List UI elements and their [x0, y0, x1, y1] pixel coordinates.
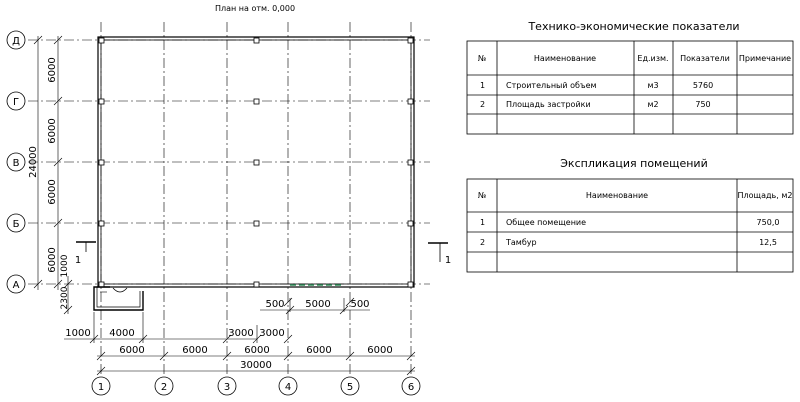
column: [407, 159, 414, 166]
axis-bubble-6: [401, 376, 421, 396]
dim-bay-x-1: 6000: [119, 345, 144, 356]
column: [253, 37, 260, 44]
column: [253, 98, 260, 105]
tep-row2-name: Площадь застройки: [506, 100, 591, 109]
expl-row1-name: Общее помещение: [506, 218, 586, 227]
expl-row2-area: 12,5: [759, 238, 777, 247]
expl-row1-no: 1: [480, 218, 485, 227]
tep-table-title: Технико-экономические показатели: [527, 20, 739, 33]
dim-bay-y-4: 6000: [47, 247, 58, 272]
column: [253, 220, 260, 227]
tep-header-note: Примечание: [739, 54, 791, 63]
dim-bay-x-5: 6000: [367, 345, 392, 356]
axis-bubble-1: [91, 376, 111, 396]
left-dimension-lines: [33, 35, 73, 315]
dim-5000: 5000: [305, 299, 330, 310]
column: [253, 159, 260, 166]
dim-4000: 4000: [109, 328, 134, 339]
plan-title: План на отм. 0,000: [215, 4, 295, 13]
axis-label-1: 1: [98, 382, 104, 393]
dim-bay-y-2: 6000: [47, 118, 58, 143]
axis-label-D: Д: [12, 36, 20, 47]
tep-row2-value: 750: [695, 100, 710, 109]
axis-bubble-V: [6, 152, 26, 172]
expl-header-name: Наименование: [586, 191, 648, 200]
expl-table-grid: [466, 178, 794, 273]
tep-header-unit: Ед.изм.: [637, 54, 668, 63]
expl-header-area: Площадь, м2: [738, 191, 793, 200]
axis-bubble-G: [6, 91, 26, 111]
dim-1000-vertical: 1000: [60, 254, 70, 277]
grid-lines: [28, 22, 430, 375]
axis-bubble-2: [154, 376, 174, 396]
section-mark-right: [428, 242, 448, 262]
tep-table-grid: [466, 40, 794, 135]
dim-500-left: 500: [265, 299, 284, 310]
dim-bay-x-2: 6000: [182, 345, 207, 356]
axis-label-B: Б: [13, 219, 20, 230]
axis-bubbles-bottom: [91, 376, 421, 396]
axis-label-G: Г: [13, 97, 19, 108]
dim-bay-x-3: 6000: [244, 345, 269, 356]
tep-row1-unit: м3: [647, 81, 658, 90]
column: [98, 37, 105, 44]
section-mark-label-right: 1: [445, 255, 451, 266]
dim-bay-y-1: 6000: [47, 57, 58, 82]
axis-bubble-3: [217, 376, 237, 396]
column: [407, 281, 414, 288]
dim-500-right: 500: [350, 299, 369, 310]
axis-label-4: 4: [285, 382, 291, 393]
tep-row1-value: 5760: [693, 81, 713, 90]
axis-bubbles-left: [6, 30, 26, 294]
vestibule: [93, 286, 144, 311]
tep-row1-name: Строительный объем: [506, 81, 597, 90]
dim-3000-left: 3000: [228, 328, 253, 339]
axis-label-2: 2: [161, 382, 167, 393]
expl-header-no: №: [478, 191, 487, 200]
dim-total-y: 24000: [28, 146, 39, 178]
tep-row2-no: 2: [480, 100, 485, 109]
axis-bubble-D: [6, 30, 26, 50]
axis-bubble-4: [278, 376, 298, 396]
bottom-dimension-lines: [64, 297, 416, 376]
expl-table-title: Экспликация помещений: [560, 157, 708, 170]
axis-label-5: 5: [347, 382, 353, 393]
dim-bay-y-3: 6000: [47, 179, 58, 204]
column: [407, 98, 414, 105]
axis-label-A: А: [13, 280, 20, 291]
tep-row2-unit: м2: [647, 100, 658, 109]
axis-label-3: 3: [224, 382, 230, 393]
tep-row1-no: 1: [480, 81, 485, 90]
column: [253, 281, 260, 288]
expl-row1-area: 750,0: [757, 218, 780, 227]
column: [98, 281, 105, 288]
tep-header-no: №: [478, 54, 487, 63]
dim-2300: 2300: [60, 286, 70, 309]
axis-label-6: 6: [408, 382, 414, 393]
column: [407, 220, 414, 227]
column: [98, 98, 105, 105]
dim-3000-right: 3000: [259, 328, 284, 339]
axis-bubble-B: [6, 213, 26, 233]
axis-label-V: В: [13, 158, 20, 169]
section-mark-label-left: 1: [75, 255, 81, 266]
dim-bay-x-4: 6000: [306, 345, 331, 356]
column: [98, 220, 105, 227]
column: [98, 159, 105, 166]
tep-header-value: Показатели: [680, 54, 730, 63]
axis-bubble-5: [340, 376, 360, 396]
section-mark-left: [76, 241, 96, 252]
columns: [98, 37, 414, 288]
axis-bubble-A: [6, 274, 26, 294]
expl-row2-no: 2: [480, 238, 485, 247]
dim-1000-horizontal: 1000: [65, 328, 90, 339]
column: [407, 37, 414, 44]
tep-header-name: Наименование: [534, 54, 596, 63]
expl-row2-name: Тамбур: [505, 238, 537, 247]
dim-total-x: 30000: [240, 360, 272, 371]
